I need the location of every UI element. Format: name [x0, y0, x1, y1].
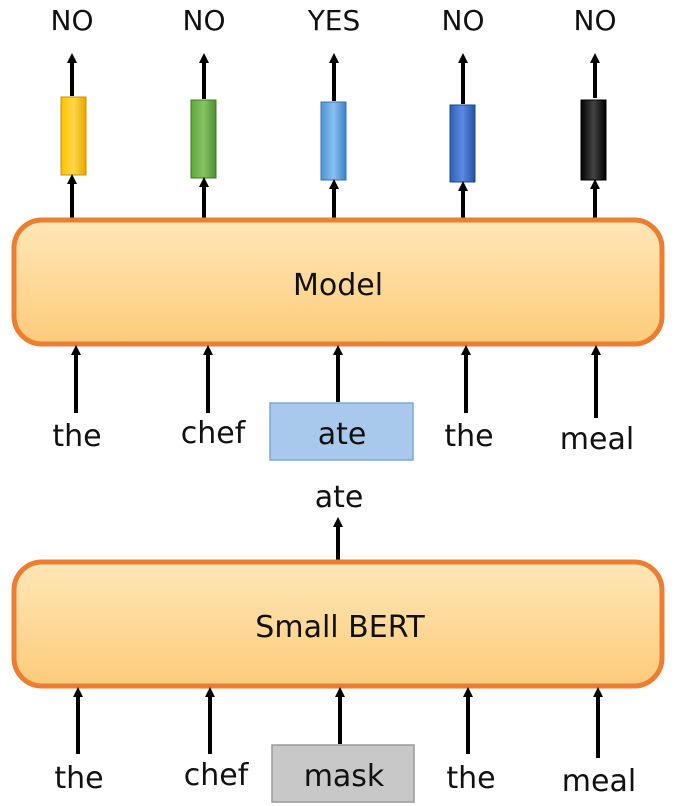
- model-input-token: ate: [318, 417, 367, 452]
- output-label: YES: [307, 4, 361, 37]
- output-labels: NO NO YES NO NO: [51, 4, 617, 37]
- bert-input-token: the: [446, 761, 495, 796]
- model-input-token: meal: [560, 422, 634, 457]
- model-input-tokens: the chef ate the meal: [52, 416, 634, 457]
- output-bar-blue: [449, 104, 476, 183]
- model-label: Model: [293, 268, 383, 303]
- model-input-token: the: [444, 419, 493, 454]
- mask-token-box: [271, 744, 415, 803]
- model-input-token: chef: [181, 416, 247, 451]
- output-bar-black: [580, 99, 607, 181]
- model-output-arrows: [67, 174, 600, 220]
- bert-input-token: mask: [304, 759, 385, 794]
- output-bar-green: [190, 99, 217, 179]
- small-bert-box: Small BERT: [11, 559, 665, 689]
- bert-input-token: meal: [562, 764, 636, 799]
- bert-input-arrows: [73, 687, 603, 758]
- bert-input-tokens: the chef mask the meal: [54, 758, 636, 799]
- model-box: Model: [11, 217, 665, 347]
- model-input-arrows: [71, 345, 601, 418]
- small-bert-label: Small BERT: [255, 610, 425, 645]
- replaced-token-box: [269, 402, 414, 461]
- output-bars: [60, 96, 607, 183]
- output-bar-light-blue: [320, 101, 347, 181]
- output-bar-yellow: [60, 96, 87, 176]
- model-input-token: the: [52, 419, 101, 454]
- bert-input-token: chef: [184, 758, 250, 793]
- output-label: NO: [574, 4, 617, 37]
- output-label: NO: [51, 4, 94, 37]
- bert-input-token: the: [54, 761, 103, 796]
- output-arrows: [67, 53, 600, 104]
- bert-output-token: ate: [315, 480, 364, 515]
- output-label: NO: [183, 4, 226, 37]
- output-label: NO: [442, 4, 485, 37]
